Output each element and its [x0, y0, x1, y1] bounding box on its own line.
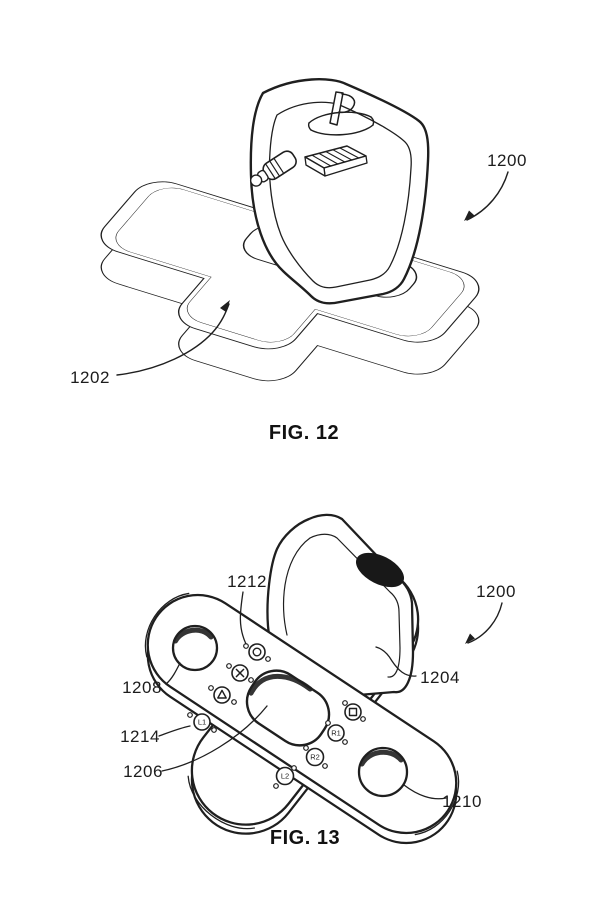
connector-block-icon [304, 145, 368, 177]
button-features: L1 R1 R2 [187, 643, 366, 789]
back-support-body [266, 513, 415, 702]
leader-1200 [466, 171, 509, 221]
caption-fig-12: FIG. 12 [269, 422, 339, 444]
leader-1212 [239, 591, 247, 645]
label-1200-fig13: 1200 [476, 582, 516, 601]
leader-1202 [116, 303, 230, 376]
label-1206: 1206 [123, 762, 163, 781]
figure-13-drawing: L1 R1 R2 [120, 513, 516, 849]
l2-button-text: L2 [281, 772, 289, 781]
label-1204: 1204 [420, 668, 460, 687]
l1-button-text: L1 [198, 718, 206, 727]
fig13-callout-1204: 1204 [375, 646, 460, 687]
r2-button-text: R2 [310, 753, 320, 762]
fig13-callout-1214: 1214 [120, 725, 191, 746]
circle-button-icon [243, 643, 271, 662]
arrowhead-1200-fig13 [465, 633, 475, 644]
back-panel [249, 78, 430, 305]
panel-recess-outline [268, 101, 412, 289]
label-1214: 1214 [120, 727, 160, 746]
audio-plug-icon [249, 150, 297, 187]
fig13-callout-1210: 1210 [403, 784, 482, 811]
arrowhead-1202 [220, 300, 230, 312]
l1-button-icon: L1 [187, 712, 217, 733]
grip-opening [355, 552, 405, 588]
leader-1204 [375, 646, 417, 677]
fig13-callout-1206: 1206 [123, 705, 268, 781]
left-opening [171, 624, 219, 672]
x-button-icon [226, 663, 254, 683]
figure-12-drawing: 1200 1202 FIG. 12 [70, 78, 527, 444]
r1-button-icon: R1 [325, 720, 348, 745]
square-button-icon [342, 700, 366, 722]
playstation-logo-icon [307, 91, 375, 136]
label-1210: 1210 [442, 792, 482, 811]
caption-fig-13: FIG. 13 [270, 827, 340, 849]
leader-1200-fig13 [467, 602, 503, 644]
r2-button-icon: R2 [303, 745, 328, 769]
r1-button-text: R1 [331, 729, 341, 738]
fig13-callout-1212: 1212 [227, 572, 267, 645]
label-1200: 1200 [487, 151, 527, 170]
arrowhead-1200 [464, 210, 475, 221]
fig13-callout-1200: 1200 [465, 582, 516, 644]
fig12-callout-1202: 1202 [70, 300, 230, 387]
center-opening [245, 669, 331, 747]
front-bar-left-cap-rim [144, 592, 190, 658]
right-opening [357, 746, 409, 798]
label-1212: 1212 [227, 572, 267, 591]
l2-button-icon: L2 [273, 765, 297, 789]
fig13-callout-1208: 1208 [122, 662, 181, 697]
leader-1210 [403, 784, 447, 800]
triangle-button-icon [208, 685, 237, 705]
front-bar-right-cap-rim [414, 770, 460, 836]
label-1208: 1208 [122, 678, 162, 697]
leader-1208 [165, 662, 181, 685]
leader-1206 [161, 705, 268, 772]
leader-1214 [158, 725, 191, 737]
label-1202: 1202 [70, 368, 110, 387]
rear-bar-cap-rim [187, 775, 256, 830]
fig12-callout-1200: 1200 [464, 151, 527, 221]
